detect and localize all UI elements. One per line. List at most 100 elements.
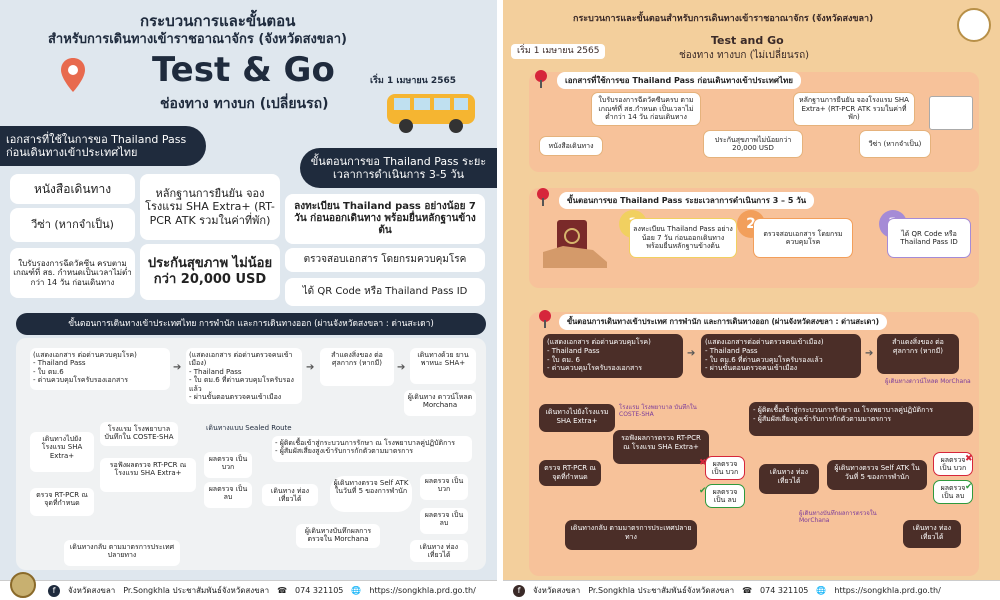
arrow-icon: ➔ <box>865 348 874 359</box>
right-step2-text: ตรวจสอบเอกสาร โดยกรมควบคุมโรค <box>753 218 853 258</box>
right-flow-neg: ผลตรวจ เป็น ลบ <box>705 484 745 508</box>
arrow-icon: ➔ <box>173 362 182 373</box>
right-flow-disease-control: (แสดงเอกสาร ต่อด่านควบคุมโรค) - Thailand… <box>543 334 683 378</box>
pushpin-icon <box>539 310 551 328</box>
left-flow-rtpcr: ตรวจ RT-PCR ณ จุดที่กำหนด <box>30 488 94 516</box>
right-flow-morchana-note: ผู้เดินทางดาวน์โหลด MorChana <box>885 378 971 385</box>
left-doc-insurance: ประกันสุขภาพ ไม่น้อยกว่า 20,000 USD <box>140 244 280 300</box>
right-flow-wait-result: รอฟังผลการตรวจ RT-PCR ณ โรงแรม SHA Extra… <box>613 430 709 464</box>
pushpin-icon <box>535 70 547 88</box>
right-footer-fb: จังหวัดสงขลา <box>533 586 581 595</box>
left-flow-neg1: ผลตรวจ เป็น ลบ <box>204 482 252 508</box>
arrow-icon: ➔ <box>306 362 315 373</box>
left-flow-goto-hotel: เดินทางไปยัง โรงแรม SHA Extra+ <box>30 432 94 472</box>
cross-icon: ✖ <box>699 458 707 468</box>
left-channel: ช่องทาง ทางบก (เปลี่ยนรถ) <box>160 96 329 112</box>
right-flow-customs: สำแดงสิ่งของ ต่อศุลกากร (หากมี) <box>877 334 959 374</box>
left-flow-wait-result: รอฟังผลตรวจ RT-PCR ณ โรงแรม SHA Extra+ <box>100 458 196 492</box>
left-title-line1: กระบวนการและขั้นตอน <box>140 12 296 30</box>
province-seal-icon <box>957 8 991 42</box>
right-footer-phone: 074 321105 <box>760 586 809 595</box>
left-flow-return: เดินทางกลับ ตามมาตรการประเทศปลายทาง <box>64 540 180 566</box>
right-flow-morchana-record: ผู้เดินทางบันทึกผลการตรวจใน MorChana <box>799 510 877 525</box>
right-footer-web[interactable]: https://songkhla.prd.go.th/ <box>834 586 941 595</box>
left-step-qr: ได้ QR Code หรือ Thailand Pass ID <box>285 278 485 306</box>
left-footer: f จังหวัดสงขลา Pr.Songkhla ประชาสัมพันธ์… <box>0 580 497 600</box>
left-footer-fb: จังหวัดสงขลา <box>68 586 116 595</box>
right-step1-text: ลงทะเบียน Thailand Pass อย่างน้อย 7 วัน … <box>629 218 737 258</box>
left-flow-header: ขั้นตอนการเดินทางเข้าประเทศไทย การพำนัก … <box>16 313 486 335</box>
right-flow-neg2: ผลตรวจ เป็น ลบ <box>933 480 973 504</box>
passport-visa-icon <box>929 96 973 130</box>
facebook-icon: f <box>513 584 525 597</box>
right-sec2-label: ขั้นตอนการขอ Thailand Pass ระยะเวลาการดำ… <box>559 192 815 209</box>
right-flow-immigration: (แสดงเอกสารต่อด่านตรวจคนเข้าเมือง) - Tha… <box>701 334 861 378</box>
left-flow-vehicle: เดินทางด้วย ยานพาหนะ SHA+ <box>410 348 476 384</box>
right-footer: f จังหวัดสงขลา Pr.Songkhla ประชาสัมพันธ์… <box>503 580 1000 600</box>
right-flow-positive-care: - ผู้ติดเชื้อเข้าสู่กระบวนการรักษา ณ โรง… <box>749 402 973 436</box>
right-doc-visa: วีซ่า (หากจำเป็น) <box>859 130 931 158</box>
left-doc-vaccine: ใบรับรองการฉีดวัคซีน ครบตามเกณฑ์ที่ สธ. … <box>10 248 135 298</box>
globe-icon: 🌐 <box>816 586 827 595</box>
check-icon: ✔ <box>699 486 707 496</box>
van-icon <box>382 86 482 136</box>
province-seal-icon <box>10 572 36 598</box>
left-flow-self-atk: ผู้เดินทางตรวจ Self ATK ในวันที่ 5 ของกา… <box>330 476 412 512</box>
check-icon: ✔ <box>965 482 973 492</box>
left-flow-disease-control: (แสดงเอกสาร ต่อด่านควบคุมโรค) - Thailand… <box>30 348 170 390</box>
left-doc-hotel: หลักฐานการยืนยัน จองโรงแรม SHA Extra+ (R… <box>140 174 280 240</box>
left-docs-header: เอกสารที่ใช้ในการขอ Thailand Pass ก่อนเด… <box>0 126 206 166</box>
phone-icon: ☎ <box>277 586 288 595</box>
right-title: กระบวนการและขั้นตอนสำหรับการเดินทางเข้าร… <box>573 14 874 24</box>
left-steps-header: ขั้นตอนการขอ Thailand Pass ระยะเวลาการดำ… <box>300 148 497 188</box>
right-channel: ช่องทาง ทางบก (ไม่เปลี่ยนรถ) <box>679 50 810 61</box>
left-flow-pos2: ผลตรวจ เป็น บวก <box>420 474 468 500</box>
right-step3-text: ได้ QR Code หรือ Thailand Pass ID <box>887 218 971 258</box>
right-sec3-label: ขั้นตอนการเดินทางเข้าประเทศ การพำนัก และ… <box>559 314 888 330</box>
left-flow-customs: สำแดงสิ่งของ ต่อศุลกากร (หากมี) <box>320 348 394 386</box>
right-flow-coste-sha: โรงแรม โรงพยาบาล บันทึกใน COSTE-SHA <box>619 404 697 419</box>
left-infographic: กระบวนการและขั้นตอน สำหรับการเดินทางเข้า… <box>0 0 497 600</box>
left-footer-phone: 074 321105 <box>295 586 344 595</box>
left-step-verify: ตรวจสอบเอกสาร โดยกรมควบคุมโรค <box>285 248 485 272</box>
left-flow-travel1: เดินทาง ท่องเที่ยวได้ <box>262 484 318 506</box>
right-doc-passport: หนังสือเดินทาง <box>539 136 603 156</box>
phone-icon: ☎ <box>742 586 753 595</box>
right-flow-goto-hotel: เดินทางไปยังโรงแรม SHA Extra+ <box>539 404 615 432</box>
left-headline: Test & Go <box>152 50 335 90</box>
left-step-register: ลงทะเบียน Thailand pass อย่างน้อย 7 วัน … <box>285 194 485 244</box>
left-footer-web[interactable]: https://songkhla.prd.go.th/ <box>369 586 476 595</box>
pushpin-icon <box>537 188 549 206</box>
cross-icon: ✖ <box>965 454 973 464</box>
left-flow-positive-care: - ผู้ติดเชื้อเข้าสู่กระบวนการรักษา ณ โรง… <box>272 436 472 462</box>
arrow-icon: ➔ <box>397 362 406 373</box>
left-flow-sealed-route: เดินทางแบบ Sealed Route <box>206 424 292 432</box>
left-doc-passport: หนังสือเดินทาง <box>10 174 135 204</box>
right-flow-self-atk: ผู้เดินทางตรวจ Self ATK ในวันที่ 5 ของกา… <box>827 460 927 490</box>
right-flow-travel1: เดินทาง ท่องเที่ยวได้ <box>759 464 819 494</box>
right-footer-pr: Pr.Songkhla ประชาสัมพันธ์จังหวัดสงขลา <box>588 586 735 595</box>
right-headline: Test and Go <box>711 34 784 47</box>
right-doc-hotel: หลักฐานการยืนยัน จองโรงแรม SHA Extra+ (R… <box>793 92 915 126</box>
passport-hand-icon <box>543 212 607 268</box>
left-flow-coste-sha: โรงแรม โรงพยาบาล บันทึกใน COSTE-SHA <box>100 422 178 446</box>
left-flow-morchana: ผู้เดินทาง ดาวน์โหลด Morchana <box>404 390 476 416</box>
left-flow-travel2: เดินทาง ท่องเที่ยวได้ <box>410 540 468 562</box>
right-sec1-label: เอกสารที่ใช้การขอ Thailand Pass ก่อนเดิน… <box>557 72 801 89</box>
right-start-date: เริ่ม 1 เมษายน 2565 <box>511 44 606 59</box>
left-start-date: เริ่ม 1 เมษายน 2565 <box>370 76 456 86</box>
right-flow-pos: ผลตรวจ เป็น บวก <box>705 456 745 480</box>
facebook-icon: f <box>48 584 60 597</box>
arrow-icon: ➔ <box>687 348 696 359</box>
globe-icon: 🌐 <box>351 586 362 595</box>
right-flow-rtpcr: ตรวจ RT-PCR ณ จุดที่กำหนด <box>539 460 601 486</box>
right-flow-travel2: เดินทาง ท่องเที่ยวได้ <box>903 520 961 548</box>
left-title-line2: สำหรับการเดินทางเข้าราชอาณาจักร (จังหวัด… <box>48 32 347 47</box>
left-flow-morchana-record: ผู้เดินทางบันทึกผลการตรวจใน Morchana <box>296 524 380 548</box>
right-flow-return: เดินทางกลับ ตามมาตรการประเทศปลายทาง <box>565 520 697 550</box>
left-flow-pos1: ผลตรวจ เป็น บวก <box>204 452 252 478</box>
right-doc-insurance: ประกันสุขภาพไม่น้อยกว่า 20,000 USD <box>703 130 803 158</box>
map-pin-icon <box>58 56 88 96</box>
left-flow-immigration: (แสดงเอกสาร ต่อด่านตรวจคนเข้าเมือง) - Th… <box>186 348 302 404</box>
right-doc-vaccine: ใบรับรองการฉีดวัคซีนครบ ตามเกณฑ์ที่ สธ.ก… <box>591 92 701 126</box>
